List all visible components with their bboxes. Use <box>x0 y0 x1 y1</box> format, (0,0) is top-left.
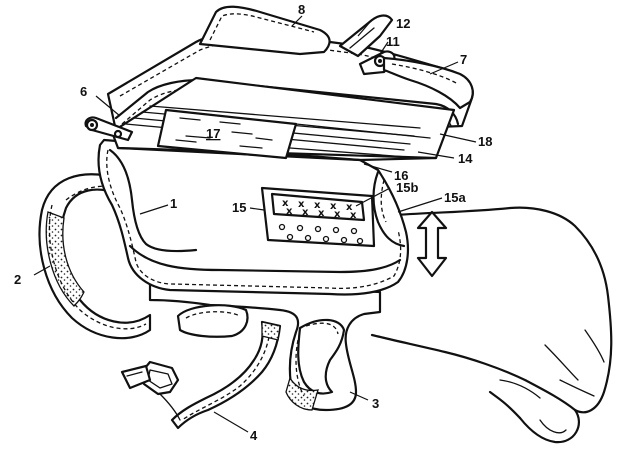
label-1: 1 <box>170 196 177 211</box>
label-17: 17 <box>206 126 220 141</box>
display-lid <box>110 76 456 162</box>
svg-text:x: x <box>298 199 305 210</box>
hand-outline <box>370 206 613 444</box>
label-2: 2 <box>14 272 21 287</box>
label-7: 7 <box>460 52 467 67</box>
buckle-strap <box>120 320 282 430</box>
display-screen-17 <box>156 108 298 160</box>
hinge-pin <box>84 116 134 142</box>
svg-text:x: x <box>350 210 357 221</box>
label-16: 16 <box>394 168 408 183</box>
key-grid-15b <box>270 192 366 222</box>
leader-lines <box>33 15 477 433</box>
label-3: 3 <box>372 396 379 411</box>
label-15a: 15a <box>444 190 466 205</box>
double-arrow-icon <box>416 210 448 278</box>
svg-text:x: x <box>314 200 321 211</box>
label-12: 12 <box>396 16 410 31</box>
reference-labels: 1 2 3 4 6 7 8 11 12 14 15 15a 15b 16 17 … <box>14 2 492 443</box>
lower-strap <box>148 280 382 412</box>
svg-text:x: x <box>282 198 289 209</box>
svg-text:x: x <box>346 202 353 213</box>
housing-body <box>97 138 409 296</box>
button-dots <box>278 223 364 245</box>
svg-text:x: x <box>286 206 293 217</box>
svg-text:x: x <box>334 209 341 220</box>
label-11: 11 <box>386 34 400 49</box>
label-14: 14 <box>458 151 473 166</box>
label-8: 8 <box>298 2 305 17</box>
svg-text:x: x <box>318 208 325 219</box>
svg-text:x: x <box>302 207 309 218</box>
label-18: 18 <box>478 134 492 149</box>
label-4: 4 <box>250 428 258 443</box>
label-6: 6 <box>80 84 87 99</box>
label-15: 15 <box>232 200 246 215</box>
svg-text:x: x <box>330 201 337 212</box>
label-15b: 15b <box>396 180 418 195</box>
